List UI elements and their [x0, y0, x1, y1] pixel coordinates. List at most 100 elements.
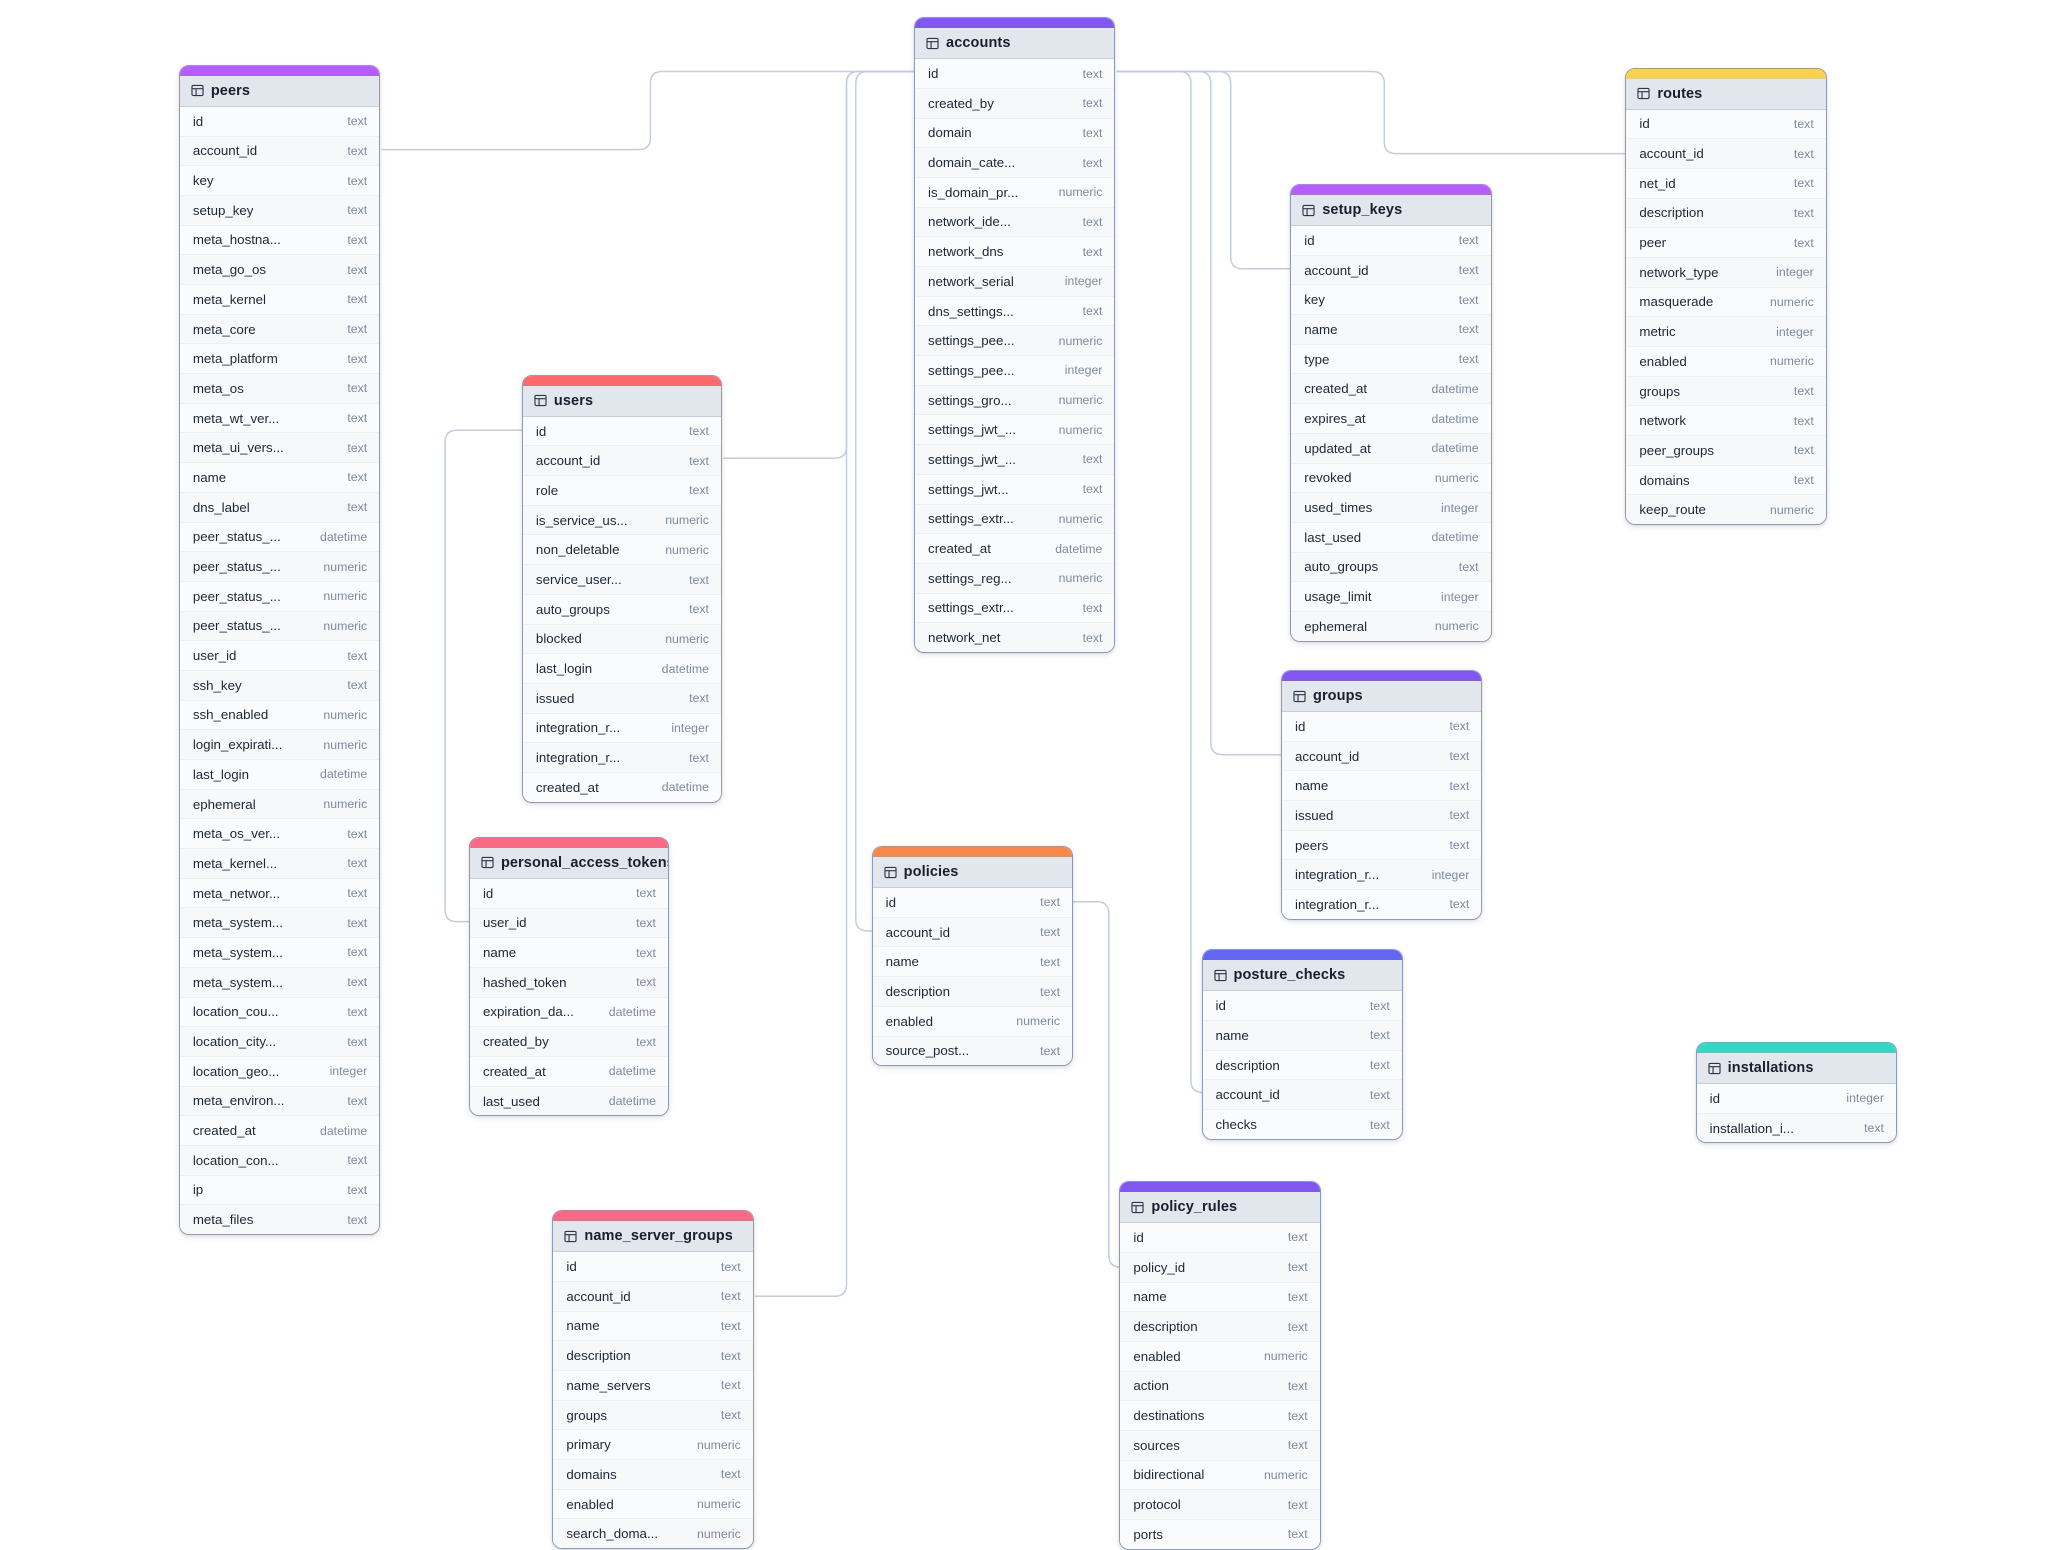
table-header-peers[interactable]: peers [179, 75, 380, 107]
column-row[interactable]: location_geo...integer [179, 1056, 380, 1087]
column-row[interactable]: settings_extr...text [915, 593, 1115, 624]
column-row[interactable]: meta_kernel...text [179, 849, 380, 879]
column-row[interactable]: integration_r...text [522, 743, 721, 773]
column-row[interactable]: meta_hostna...text [179, 225, 380, 256]
column-row[interactable]: network_ide...text [915, 207, 1115, 238]
column-row[interactable]: login_expirati...numeric [179, 730, 380, 760]
column-row[interactable]: meta_ui_vers...text [179, 433, 380, 464]
column-row[interactable]: peer_status_...numeric [179, 552, 380, 582]
column-row[interactable]: meta_system...text [179, 938, 380, 968]
column-row[interactable]: settings_extr...numeric [915, 504, 1115, 535]
column-row[interactable]: location_city...text [179, 1027, 380, 1057]
column-row[interactable]: dns_settings...text [915, 296, 1115, 327]
column-row[interactable]: integration_r...integer [522, 713, 721, 744]
table-header-users[interactable]: users [522, 385, 721, 417]
column-row[interactable]: peer_status_...numeric [179, 581, 380, 612]
column-row[interactable]: peer_status_...datetime [179, 522, 380, 553]
column-row[interactable]: location_cou...text [179, 997, 380, 1028]
column-row[interactable]: meta_system...text [179, 908, 380, 939]
column-row[interactable]: settings_jwt...text [915, 474, 1115, 505]
column-row[interactable]: settings_reg...numeric [915, 563, 1115, 594]
table-header-personal_access_tokens[interactable]: personal_access_tokens [469, 847, 668, 879]
column-row[interactable]: settings_pee...numeric [915, 326, 1115, 357]
column-row[interactable]: service_user...text [522, 565, 721, 595]
column-row[interactable]: settings_gro...numeric [915, 385, 1115, 416]
table-header-routes[interactable]: routes [1626, 78, 1826, 110]
column-row[interactable]: meta_wt_ver...text [179, 403, 380, 434]
column-row[interactable]: meta_system...text [179, 967, 380, 998]
